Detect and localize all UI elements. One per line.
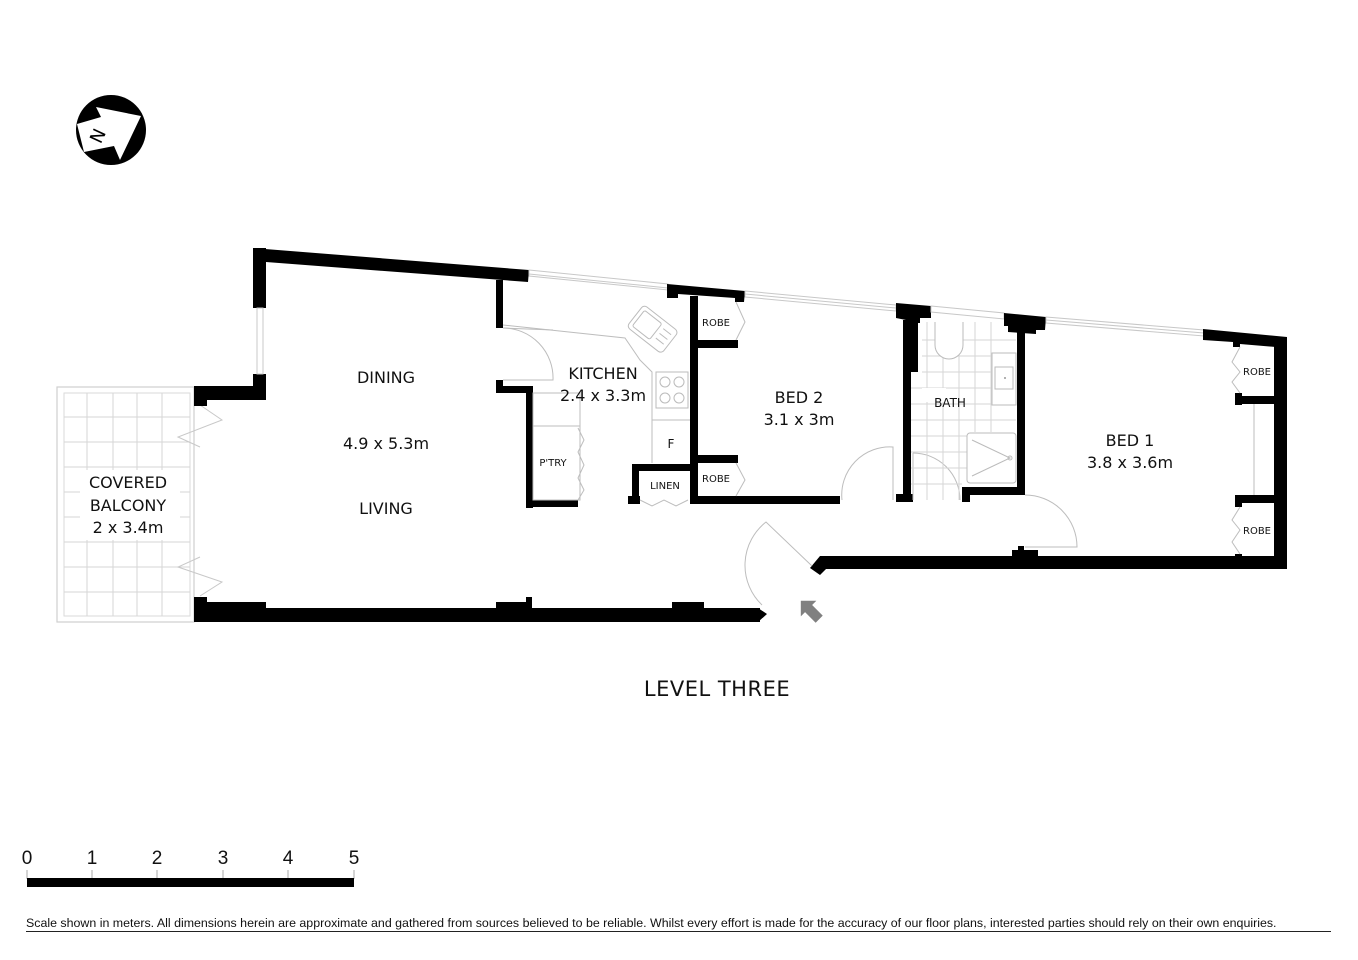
balcony-label-line1: COVERED <box>89 473 167 492</box>
bifold-door-bottom <box>176 556 224 597</box>
linen-label: LINEN <box>650 481 680 492</box>
bed2-dimensions: 3.1 x 3m <box>764 410 835 429</box>
bed1-robe-doors <box>1231 346 1255 555</box>
walls <box>194 248 1287 622</box>
bed1-robe-bottom-label: ROBE <box>1243 526 1271 537</box>
sink-icon <box>627 305 678 353</box>
balcony-dimensions: 2 x 3.4m <box>93 518 164 537</box>
balcony-area <box>56 386 195 623</box>
fridge-label: F <box>668 437 675 451</box>
kitchen-dimensions: 2.4 x 3.3m <box>560 386 646 405</box>
bath-fixtures <box>911 322 1017 500</box>
room-labels: COVERED BALCONY 2 x 3.4m DINING 4.9 x 5.… <box>89 318 1271 537</box>
bed2-label: BED 2 <box>775 388 824 407</box>
bed1-robe-top-label: ROBE <box>1243 367 1271 378</box>
dining-label: DINING <box>357 368 415 387</box>
bed2-robe-bottom-label: ROBE <box>702 474 730 485</box>
scale-tick-3: 3 <box>218 848 229 869</box>
scale-bar: 0 1 2 3 4 5 <box>22 848 360 887</box>
linen-doors <box>639 499 689 507</box>
bed2-robe-top-label: ROBE <box>702 318 730 329</box>
disclaimer-text: Scale shown in meters. All dimensions he… <box>26 916 1331 932</box>
bath-label: BATH <box>934 396 966 410</box>
door-swings <box>502 327 1078 606</box>
entry-arrow-icon <box>800 600 823 623</box>
bed1-label: BED 1 <box>1106 431 1155 450</box>
kitchen-label: KITCHEN <box>568 364 637 383</box>
kitchen-bench <box>502 324 690 501</box>
north-arrow-icon: N <box>76 95 146 165</box>
level-title: LEVEL THREE <box>644 677 790 701</box>
balcony-label-line2: BALCONY <box>90 496 167 515</box>
bed2-robe-doors <box>735 301 746 497</box>
scale-tick-1: 1 <box>87 848 98 869</box>
pantry-label: P'TRY <box>539 458 567 469</box>
bifold-door-top <box>176 404 224 448</box>
living-label: LIVING <box>359 499 413 518</box>
bed1-dimensions: 3.8 x 3.6m <box>1087 453 1173 472</box>
living-dimensions: 4.9 x 5.3m <box>343 434 429 453</box>
scale-tick-2: 2 <box>152 848 163 869</box>
cooktop-icon <box>655 371 689 409</box>
scale-tick-4: 4 <box>283 848 294 869</box>
scale-tick-5: 5 <box>349 848 360 869</box>
scale-tick-0: 0 <box>22 848 33 869</box>
